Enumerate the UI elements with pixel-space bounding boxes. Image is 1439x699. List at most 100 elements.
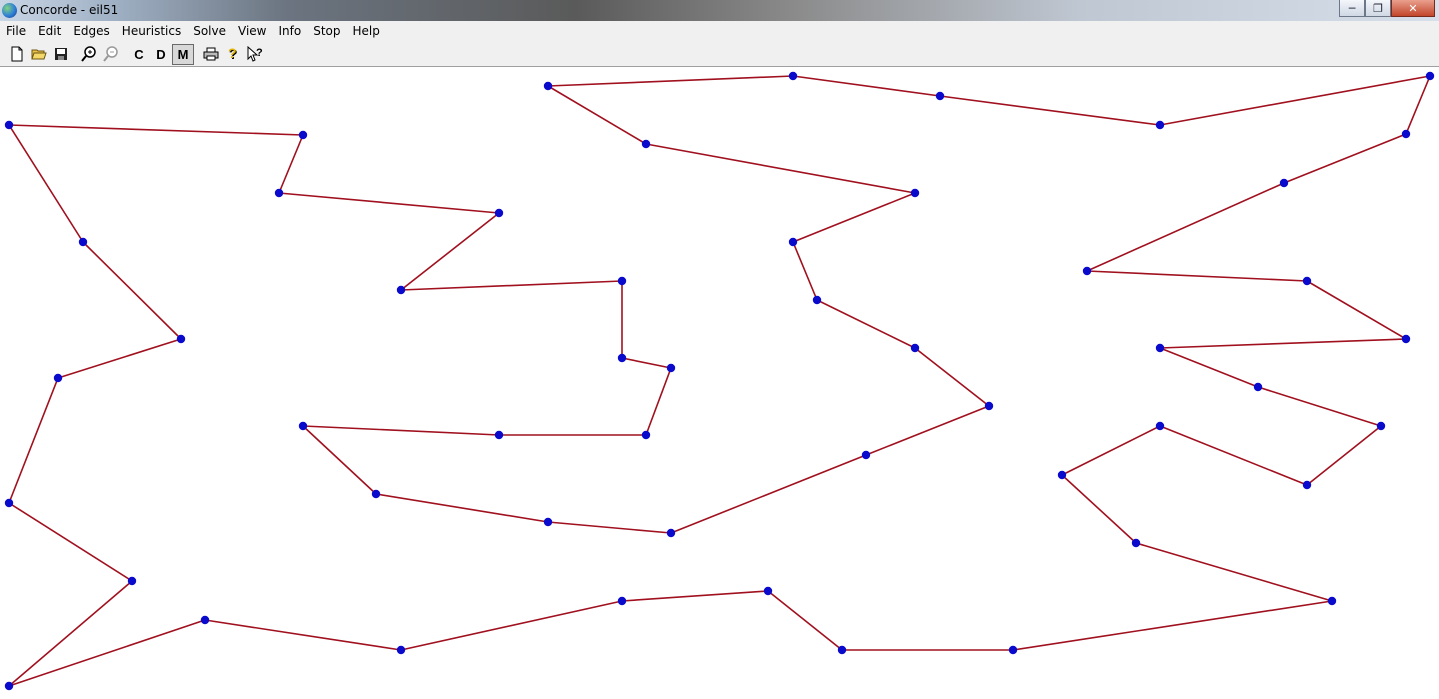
city-node[interactable] (396, 285, 406, 295)
tour-edge (1405, 75, 1431, 135)
city-node[interactable] (861, 450, 871, 460)
city-node[interactable] (1401, 129, 1411, 139)
title-bar[interactable]: Concorde - eil51 ─ ❐ ✕ (0, 0, 1439, 21)
tour-edge (278, 192, 500, 214)
city-node[interactable] (78, 237, 88, 247)
city-node[interactable] (910, 343, 920, 353)
menu-edit[interactable]: Edit (38, 24, 62, 38)
tour-edge (400, 600, 623, 651)
tour-edge (1012, 600, 1333, 651)
city-node[interactable] (935, 91, 945, 101)
tour-edge (645, 367, 672, 436)
save-icon[interactable] (50, 44, 72, 65)
city-node[interactable] (4, 498, 14, 508)
tour-edge (1159, 347, 1259, 388)
city-node[interactable] (1302, 480, 1312, 490)
tour-edge (547, 75, 794, 87)
city-node[interactable] (666, 528, 676, 538)
city-node[interactable] (641, 139, 651, 149)
city-node[interactable] (200, 615, 210, 625)
window-controls: ─ ❐ ✕ (1339, 0, 1435, 18)
tour-edge (8, 619, 206, 687)
new-icon[interactable] (6, 44, 28, 65)
city-node[interactable] (176, 334, 186, 344)
city-node[interactable] (1401, 334, 1411, 344)
menu-info[interactable]: Info (278, 24, 302, 38)
tour-edge (1159, 425, 1308, 486)
city-node[interactable] (1327, 596, 1337, 606)
minimize-icon[interactable]: ─ (1339, 0, 1365, 17)
tour-edge (1159, 338, 1407, 349)
city-node[interactable] (298, 421, 308, 431)
help-icon[interactable]: ?? (222, 44, 244, 65)
city-node[interactable] (1253, 382, 1263, 392)
app-globe-icon (2, 3, 17, 18)
open-icon[interactable] (28, 44, 50, 65)
tour-edge (8, 502, 133, 582)
city-node[interactable] (494, 208, 504, 218)
city-node[interactable] (494, 430, 504, 440)
city-node[interactable] (298, 130, 308, 140)
city-node[interactable] (788, 237, 798, 247)
city-node[interactable] (763, 586, 773, 596)
tour-edge (670, 454, 867, 534)
city-node[interactable] (1376, 421, 1386, 431)
city-node[interactable] (371, 489, 381, 499)
city-node[interactable] (396, 645, 406, 655)
city-node[interactable] (617, 353, 627, 363)
city-node[interactable] (617, 276, 627, 286)
city-node[interactable] (1155, 421, 1165, 431)
city-node[interactable] (1008, 645, 1018, 655)
c-button[interactable]: C (134, 46, 144, 62)
tour-edge (1086, 270, 1308, 282)
menu-heuristics[interactable]: Heuristics (121, 24, 182, 38)
city-node[interactable] (1057, 470, 1067, 480)
city-node[interactable] (910, 188, 920, 198)
d-button[interactable]: D (156, 46, 166, 62)
menu-help[interactable]: Help (352, 24, 380, 38)
menu-edges[interactable]: Edges (73, 24, 110, 38)
city-node[interactable] (53, 373, 63, 383)
city-node[interactable] (788, 71, 798, 81)
city-node[interactable] (617, 596, 627, 606)
city-node[interactable] (1425, 71, 1435, 81)
city-node[interactable] (4, 120, 14, 130)
zoom-out-icon[interactable] (100, 44, 122, 65)
zoom-in-icon[interactable] (78, 44, 100, 65)
tour-edge (302, 425, 377, 495)
tour-edge (57, 338, 182, 379)
city-node[interactable] (543, 517, 553, 527)
m-button[interactable]: M (172, 43, 194, 65)
menu-stop[interactable]: Stop (313, 24, 341, 38)
city-node[interactable] (666, 363, 676, 373)
menu-solve[interactable]: Solve (193, 24, 226, 38)
city-node[interactable] (4, 681, 14, 691)
maximize-icon[interactable]: ❐ (1365, 0, 1391, 17)
tour-edge (1086, 182, 1285, 272)
city-node[interactable] (543, 81, 553, 91)
tour-edge (1159, 75, 1431, 126)
city-node[interactable] (641, 430, 651, 440)
tour-edge (204, 619, 402, 651)
city-node[interactable] (1082, 266, 1092, 276)
tour-edge (8, 377, 59, 504)
city-node[interactable] (984, 401, 994, 411)
tour-edge (1061, 474, 1137, 544)
context-help-icon[interactable]: ? (244, 44, 266, 65)
city-node[interactable] (274, 188, 284, 198)
city-node[interactable] (1155, 120, 1165, 130)
city-node[interactable] (127, 576, 137, 586)
city-node[interactable] (1279, 178, 1289, 188)
menu-view[interactable]: View (238, 24, 267, 38)
tour-edge (1306, 280, 1407, 340)
close-icon[interactable]: ✕ (1391, 0, 1435, 17)
city-node[interactable] (1131, 538, 1141, 548)
city-node[interactable] (1302, 276, 1312, 286)
tour-canvas[interactable] (0, 67, 1439, 699)
city-node[interactable] (812, 295, 822, 305)
city-node[interactable] (1155, 343, 1165, 353)
menu-file[interactable]: File (6, 24, 27, 38)
print-icon[interactable] (200, 44, 222, 65)
city-node[interactable] (837, 645, 847, 655)
